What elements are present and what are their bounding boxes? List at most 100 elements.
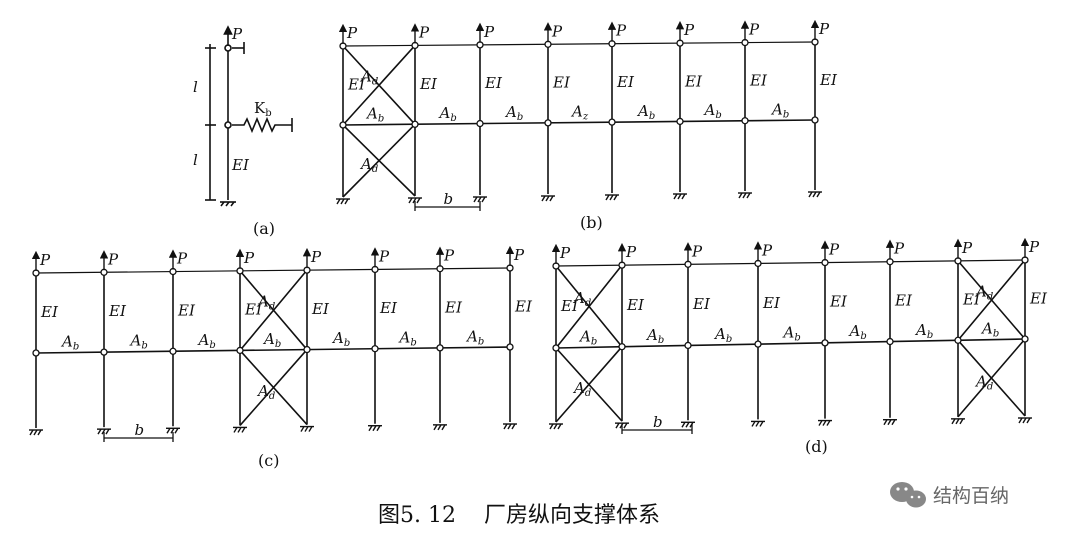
strut-area-label: Ab — [262, 330, 281, 350]
load-label: P — [893, 240, 905, 258]
brace-area-label: Ad — [572, 289, 591, 309]
strut-area-label: Ab — [980, 320, 999, 340]
fixed-support — [883, 419, 897, 426]
fixed-support — [751, 420, 765, 427]
watermark: 结构百纳 — [890, 482, 1009, 508]
strut-area-label: Ab — [438, 104, 457, 124]
strut-area-label: Ab — [578, 327, 597, 347]
strut-area-label: Ab — [129, 332, 148, 352]
load-label: P — [559, 244, 571, 262]
strut-node — [411, 120, 419, 128]
strut-node — [436, 344, 444, 352]
x-bracing — [957, 259, 1026, 418]
fixed-support — [368, 425, 382, 432]
strut-node — [821, 339, 829, 347]
fixed-support — [503, 423, 517, 430]
load-label: P — [761, 241, 773, 259]
strut-beam — [35, 346, 511, 354]
strut-node — [552, 344, 560, 352]
strut-node — [886, 337, 894, 346]
x-bracing — [239, 269, 308, 426]
load-label: P — [176, 250, 188, 268]
column-ei-label: EI — [177, 301, 196, 319]
column-ei-label: EI — [684, 72, 703, 90]
column-ei-label: EI — [40, 303, 59, 321]
strut-node — [608, 118, 616, 126]
strut-area-label: Ab — [782, 324, 801, 344]
strut-area-label: Az — [570, 103, 589, 123]
figure-caption: 图5. 12 厂房纵向支撑体系 — [378, 503, 660, 528]
fixed-support — [473, 196, 487, 203]
column-ei-label: EI — [749, 72, 768, 90]
strut-area-label: Ab — [645, 326, 664, 346]
strut-area-label: Ab — [636, 102, 655, 122]
column-ei-label: EI — [108, 302, 127, 320]
a-dim-bot-label: l — [193, 151, 198, 169]
fixed-support — [29, 429, 43, 436]
column-ei-label: EI — [616, 73, 635, 91]
column-ei-label: EI — [379, 299, 398, 317]
load-label: P — [828, 241, 840, 259]
load-label: P — [961, 239, 973, 257]
strut-node — [954, 336, 962, 344]
load-label: P — [551, 22, 563, 40]
load-label: P — [691, 242, 703, 260]
bay-width-label: b — [653, 413, 663, 431]
brace-area-label: Ad — [256, 293, 275, 313]
fixed-support — [166, 427, 180, 434]
column-ei-label: EI — [419, 75, 438, 93]
column-ei-label: EI — [894, 292, 913, 310]
column-ei-label: EI — [829, 293, 848, 311]
column-ei-label: EI — [484, 74, 503, 92]
load-label: P — [418, 23, 430, 41]
strut-node — [684, 341, 692, 350]
strut-node — [236, 346, 244, 355]
a-mid-node — [224, 121, 232, 129]
strut-area-label: Ab — [914, 321, 933, 341]
frame-d: AdAdAdAdPEIAbPEIAbPEIAbPEIAbPEIAbPEIAbPE… — [549, 237, 1048, 434]
fixed-support — [408, 197, 422, 204]
a-spring — [232, 116, 292, 134]
fixed-support — [97, 428, 111, 435]
x-bracing — [555, 264, 623, 423]
strut-node — [741, 117, 749, 125]
strut-node — [32, 349, 40, 357]
a-load-label: P — [231, 25, 243, 43]
strut-area-label: Ab — [713, 325, 732, 345]
strut-beam — [342, 119, 816, 126]
fixed-support — [738, 192, 752, 199]
strut-area-label: Ab — [365, 105, 384, 125]
bay-width-label: b — [444, 190, 454, 208]
load-label: P — [310, 248, 322, 266]
load-label: P — [615, 22, 627, 40]
a-spring-label: Kb — [254, 99, 272, 119]
load-label: P — [748, 21, 760, 39]
a-support — [220, 201, 236, 207]
watermark-text: 结构百纳 — [933, 485, 1009, 507]
load-label: P — [243, 249, 255, 267]
subfigure-d-label: (d) — [805, 437, 828, 456]
column-ei-label: EI — [514, 298, 533, 316]
brace-area-label: Ad — [974, 373, 993, 393]
strut-node — [754, 340, 762, 348]
fixed-support — [541, 195, 555, 202]
strut-node — [476, 119, 484, 128]
load-label: P — [1028, 238, 1040, 256]
load-label: P — [625, 243, 637, 261]
load-label: P — [513, 246, 525, 264]
brace-area-label: Ad — [974, 283, 993, 303]
fixed-support — [951, 418, 965, 425]
strut-area-label: Ab — [197, 331, 216, 351]
column-ei-label: EI — [819, 71, 838, 89]
strut-area-label: Ab — [770, 100, 789, 120]
strut-area-label: Ab — [848, 322, 867, 342]
fixed-support — [673, 193, 687, 200]
column-ei-label: EI — [244, 301, 263, 319]
fixed-support — [681, 421, 695, 428]
strut-node — [676, 117, 684, 126]
load-label: P — [378, 247, 390, 265]
load-label: P — [39, 251, 51, 269]
top-tie — [342, 41, 816, 47]
column-ei-label: EI — [962, 291, 981, 309]
